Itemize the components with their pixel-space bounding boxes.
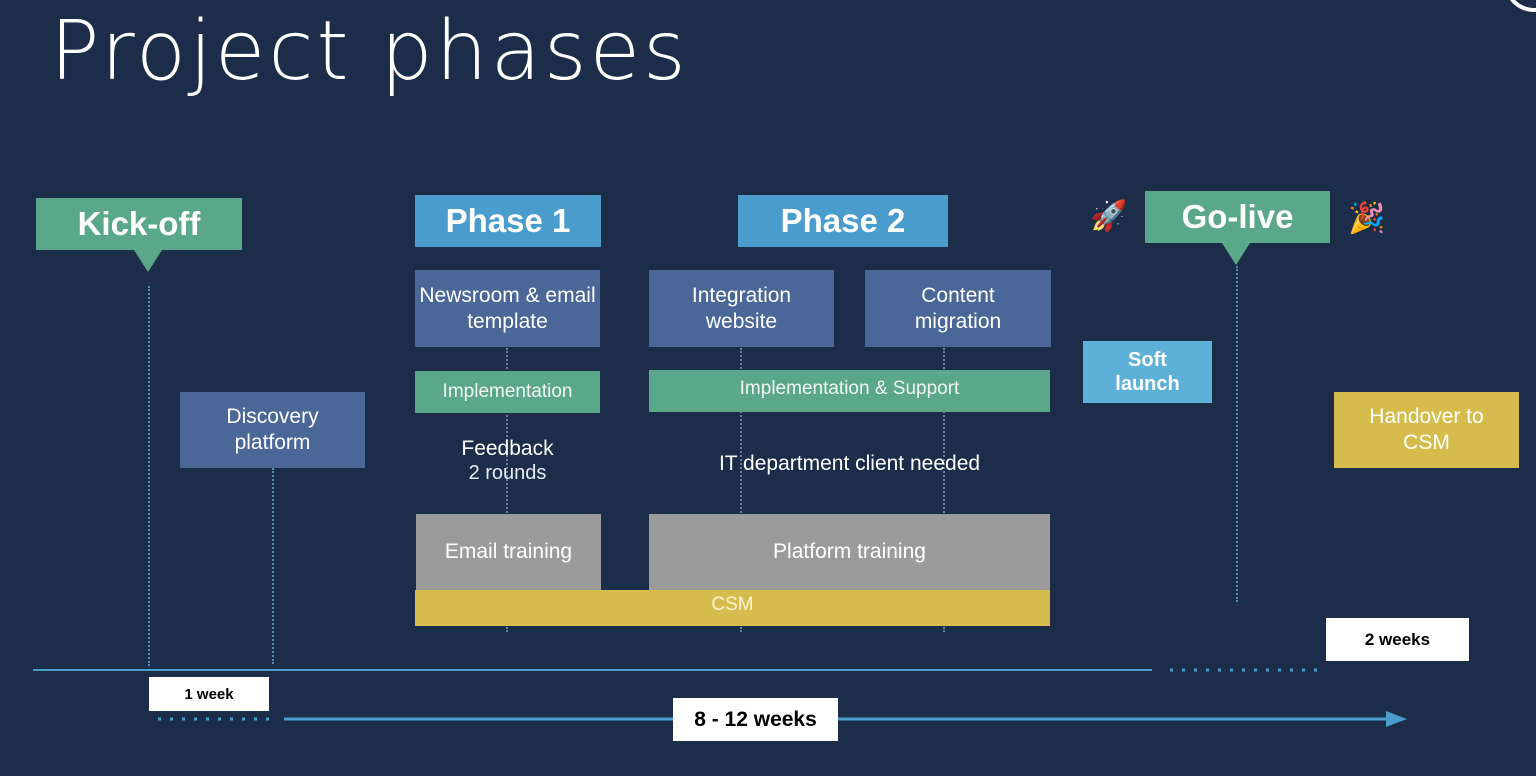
- main-duration-arrow-head: [1386, 711, 1407, 727]
- platform-training-bar: Platform training: [649, 514, 1050, 590]
- page-title: Project phases: [50, 4, 689, 99]
- handover-task: Handover to CSM: [1334, 392, 1519, 468]
- phase1-guide-line: [506, 348, 508, 632]
- main-duration-label: 8 - 12 weeks: [694, 707, 817, 731]
- golive-guide-line: [1236, 266, 1238, 602]
- content-label: Content migration: [914, 283, 1002, 333]
- kickoff-pointer: [134, 250, 162, 272]
- golive-milestone: Go-live: [1145, 191, 1330, 243]
- email-training-bar: Email training: [416, 514, 601, 590]
- feedback-label: Feedback: [461, 437, 554, 460]
- content-guide-line: [943, 348, 945, 632]
- two-weeks-label-box: 2 weeks: [1326, 618, 1469, 661]
- phase2-implementation-label: Implementation & Support: [739, 378, 960, 399]
- phase2-implementation-bar: Implementation & Support: [649, 370, 1050, 412]
- discovery-label: Discovery platform: [226, 405, 319, 454]
- one-week-label-box: 1 week: [149, 677, 269, 711]
- soft-launch-label: Soft launch: [1115, 349, 1180, 395]
- phase1-implementation-bar: Implementation: [415, 371, 600, 413]
- kickoff-guide-line: [148, 286, 150, 666]
- email-training-label: Email training: [444, 540, 573, 563]
- phase2-label: Phase 2: [780, 202, 906, 239]
- csm-bar: CSM: [415, 590, 1050, 626]
- integration-website-task: Integration website: [649, 270, 834, 347]
- handover-label: Handover to CSM: [1369, 405, 1484, 454]
- one-week-label: 1 week: [184, 685, 234, 703]
- newsroom-task: Newsroom & email template: [415, 270, 600, 347]
- phase2-header: Phase 2: [738, 195, 948, 247]
- newsroom-label: Newsroom & email template: [419, 283, 596, 333]
- kickoff-label: Kick-off: [77, 205, 201, 242]
- content-migration-task: Content migration: [865, 270, 1051, 347]
- feedback-rounds-label: 2 rounds: [468, 462, 547, 484]
- csm-label: CSM: [711, 594, 754, 615]
- phase1-header: Phase 1: [415, 195, 601, 247]
- discovery-guide-line: [272, 468, 274, 664]
- rocket-icon: 🚀: [1090, 200, 1128, 233]
- integration-guide-line: [740, 348, 742, 632]
- kickoff-milestone: Kick-off: [36, 198, 242, 250]
- integration-label: Integration website: [691, 283, 792, 333]
- phase1-label: Phase 1: [445, 202, 571, 239]
- it-department-note: IT department client needed: [718, 452, 981, 475]
- golive-label: Go-live: [1181, 198, 1294, 235]
- two-weeks-label: 2 weeks: [1364, 629, 1431, 649]
- party-popper-icon: 🎉: [1348, 202, 1386, 235]
- soft-launch-task: Soft launch: [1083, 341, 1212, 403]
- discovery-platform-task: Discovery platform: [180, 392, 365, 468]
- golive-pointer: [1222, 243, 1250, 265]
- main-duration-label-box: 8 - 12 weeks: [673, 698, 838, 741]
- platform-training-label: Platform training: [773, 540, 926, 563]
- feedback-note: Feedback 2 rounds: [415, 436, 600, 486]
- phase1-implementation-label: Implementation: [442, 381, 573, 402]
